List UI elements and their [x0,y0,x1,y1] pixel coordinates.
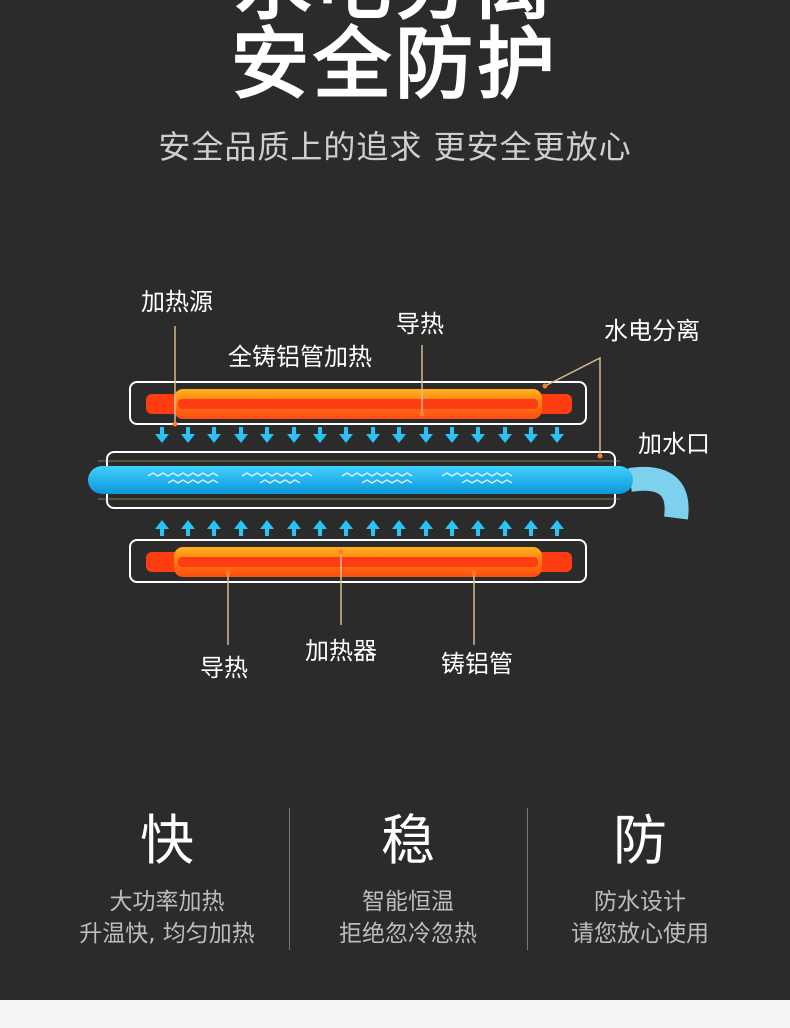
water-inlet-pipe [628,466,689,520]
up-arrow [207,520,221,536]
up-arrow [392,520,406,536]
up-arrow [260,520,274,536]
water-ripples [147,472,513,484]
partial-title: 水电分离 [0,0,790,24]
down-arrow [207,427,221,443]
bottom-heater-assembly [129,539,587,583]
down-arrow [392,427,406,443]
feature-stable: 稳 智能恒温 拒绝忽冷忽热 [288,810,528,950]
page-subtitle: 安全品质上的追求 更安全更放心 [158,128,632,166]
down-arrow [498,427,512,443]
feature-char: 稳 [381,809,435,872]
down-arrow [181,427,195,443]
feature-char: 防 [613,809,667,872]
down-arrow [287,427,301,443]
up-arrow [550,520,564,536]
label-conduct-top: 导热 [396,310,444,338]
down-arrow [524,427,538,443]
water-tube [88,466,633,494]
label-conduct-bottom: 导热 [200,654,248,682]
water-tube-assembly [88,451,689,520]
bottom-heater-frame [129,539,587,583]
up-arrow [181,520,195,536]
up-arrow [287,520,301,536]
feature-fast: 快 大功率加热 升温快, 均匀加热 [47,810,287,950]
feature-line1: 防水设计 [594,889,686,915]
down-arrows [155,427,564,443]
leader-dots [172,383,603,576]
feature-line2: 拒绝忽冷忽热 [339,921,477,947]
page-title: 安全防护 [230,20,559,110]
down-arrow [445,427,459,443]
up-arrow [498,520,512,536]
up-arrows [155,520,564,536]
up-arrow [366,520,380,536]
up-arrow [471,520,485,536]
content-panel: 水电分离 安全防护 安全品质上的追求 更安全更放心 [0,0,790,1000]
label-separation: 水电分离 [604,317,700,345]
label-cast-tube: 铸铝管 [441,650,513,678]
top-heater-element [178,399,538,409]
heater-diagram [88,326,689,645]
feature-char: 快 [140,809,194,872]
up-arrow [419,520,433,536]
label-heater: 加热器 [305,637,377,665]
label-heat-source: 加热源 [141,288,213,316]
down-arrow [550,427,564,443]
up-arrow [445,520,459,536]
up-arrow [155,520,169,536]
feature-divider [527,808,528,950]
bottom-heater-element [178,557,538,567]
down-arrow [419,427,433,443]
feature-line1: 大功率加热 [109,889,225,915]
up-arrow [313,520,327,536]
leader-lines [174,326,601,645]
down-arrow [260,427,274,443]
down-arrow [471,427,485,443]
feature-line2: 升温快, 均匀加热 [79,921,255,947]
down-arrow [313,427,327,443]
up-arrow [234,520,248,536]
down-arrow [339,427,353,443]
feature-line1: 智能恒温 [362,889,454,915]
label-water-inlet: 加水口 [638,430,710,458]
up-arrow [524,520,538,536]
label-full-cast: 全铸铝管加热 [228,343,372,371]
top-heater-assembly [129,381,587,425]
down-arrow [366,427,380,443]
top-heater-frame [129,381,587,425]
up-arrow [339,520,353,536]
down-arrow [155,427,169,443]
down-arrow [234,427,248,443]
feature-line2: 请您放心使用 [571,921,709,947]
feature-protect: 防 防水设计 请您放心使用 [520,810,760,950]
feature-divider [289,808,290,950]
